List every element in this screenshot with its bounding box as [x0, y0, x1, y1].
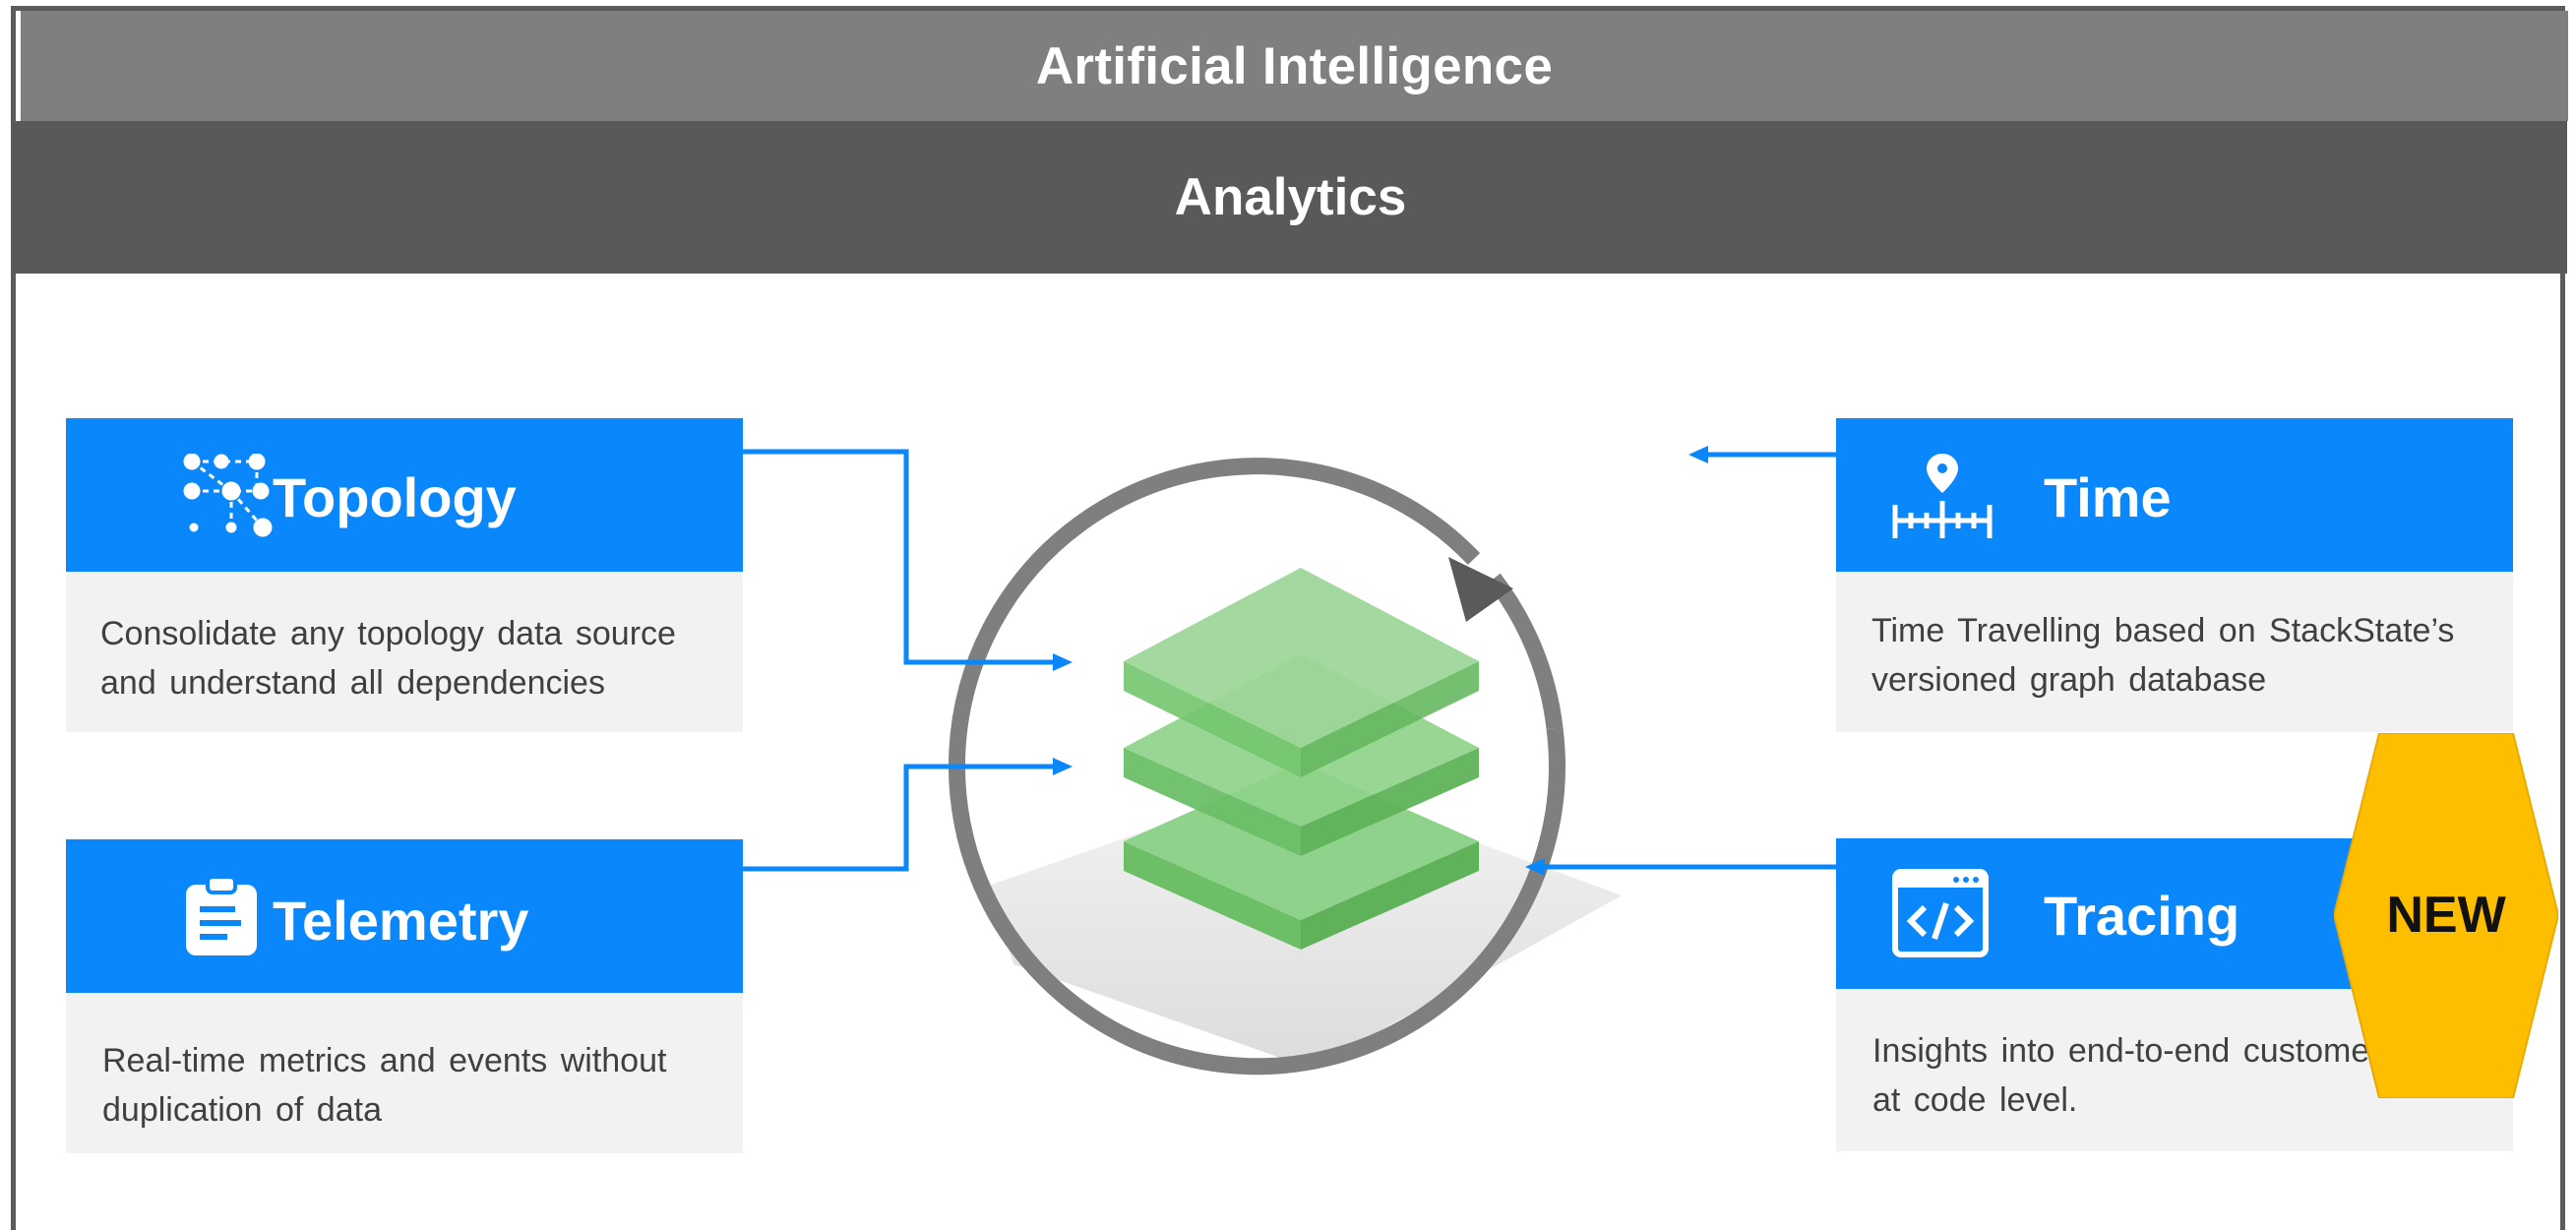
- time-desc-line2: versioned graph database: [1871, 661, 2267, 699]
- tracing-desc-line2: at code level.: [1872, 1081, 2078, 1119]
- time-card-body: Time Travelling based on StackState’s ve…: [1836, 572, 2513, 732]
- telemetry-desc-line1: Real-time metrics and events without: [102, 1042, 667, 1079]
- topology-desc-line2: and understand all dependencies: [100, 664, 605, 702]
- time-desc-line1: Time Travelling based on StackState’s: [1871, 612, 2455, 649]
- new-badge-hexagon: [2334, 733, 2558, 1098]
- arrowhead-telemetry: [1053, 758, 1073, 775]
- time-card-header: Time: [1836, 418, 2513, 572]
- telemetry-card-body: Real-time metrics and events without dup…: [66, 993, 743, 1153]
- topology-graph-icon: [183, 454, 273, 537]
- artificial-intelligence-band: Artificial Intelligence: [21, 11, 2568, 121]
- arrowhead-time: [1688, 446, 1708, 463]
- topology-card-body: Consolidate any topology data source and…: [66, 572, 743, 732]
- connector-telemetry: [743, 764, 1058, 872]
- connector-topology: [743, 449, 1058, 665]
- time-title: Time: [2044, 466, 2172, 528]
- analytics-label: Analytics: [1174, 168, 1407, 226]
- arrowhead-topology: [1053, 653, 1073, 671]
- tracing-title: Tracing: [2044, 885, 2240, 947]
- code-window-icon: [1892, 869, 1989, 957]
- new-badge-label: NEW: [2386, 887, 2506, 944]
- clipboard-icon: [186, 875, 257, 955]
- telemetry-desc-line2: duplication of data: [102, 1091, 382, 1129]
- cycle-arrow: [948, 458, 1565, 1076]
- analytics-band: Analytics: [14, 121, 2567, 274]
- topology-title: Topology: [273, 466, 517, 528]
- tracing-desc-line1: Insights into end-to-end customer: [1872, 1032, 2381, 1070]
- telemetry-title: Telemetry: [273, 890, 529, 952]
- artificial-intelligence-label: Artificial Intelligence: [1035, 36, 1554, 95]
- arrowhead-tracing: [1525, 858, 1545, 876]
- stacked-layers-graphic: [1124, 568, 1479, 950]
- telemetry-card-header: Telemetry: [66, 839, 743, 993]
- timeline-pin-icon: [1892, 454, 1993, 538]
- cycle-arrowhead: [1448, 557, 1513, 622]
- topology-desc-line1: Consolidate any topology data source: [100, 615, 676, 652]
- topology-card-header: Topology: [66, 418, 743, 572]
